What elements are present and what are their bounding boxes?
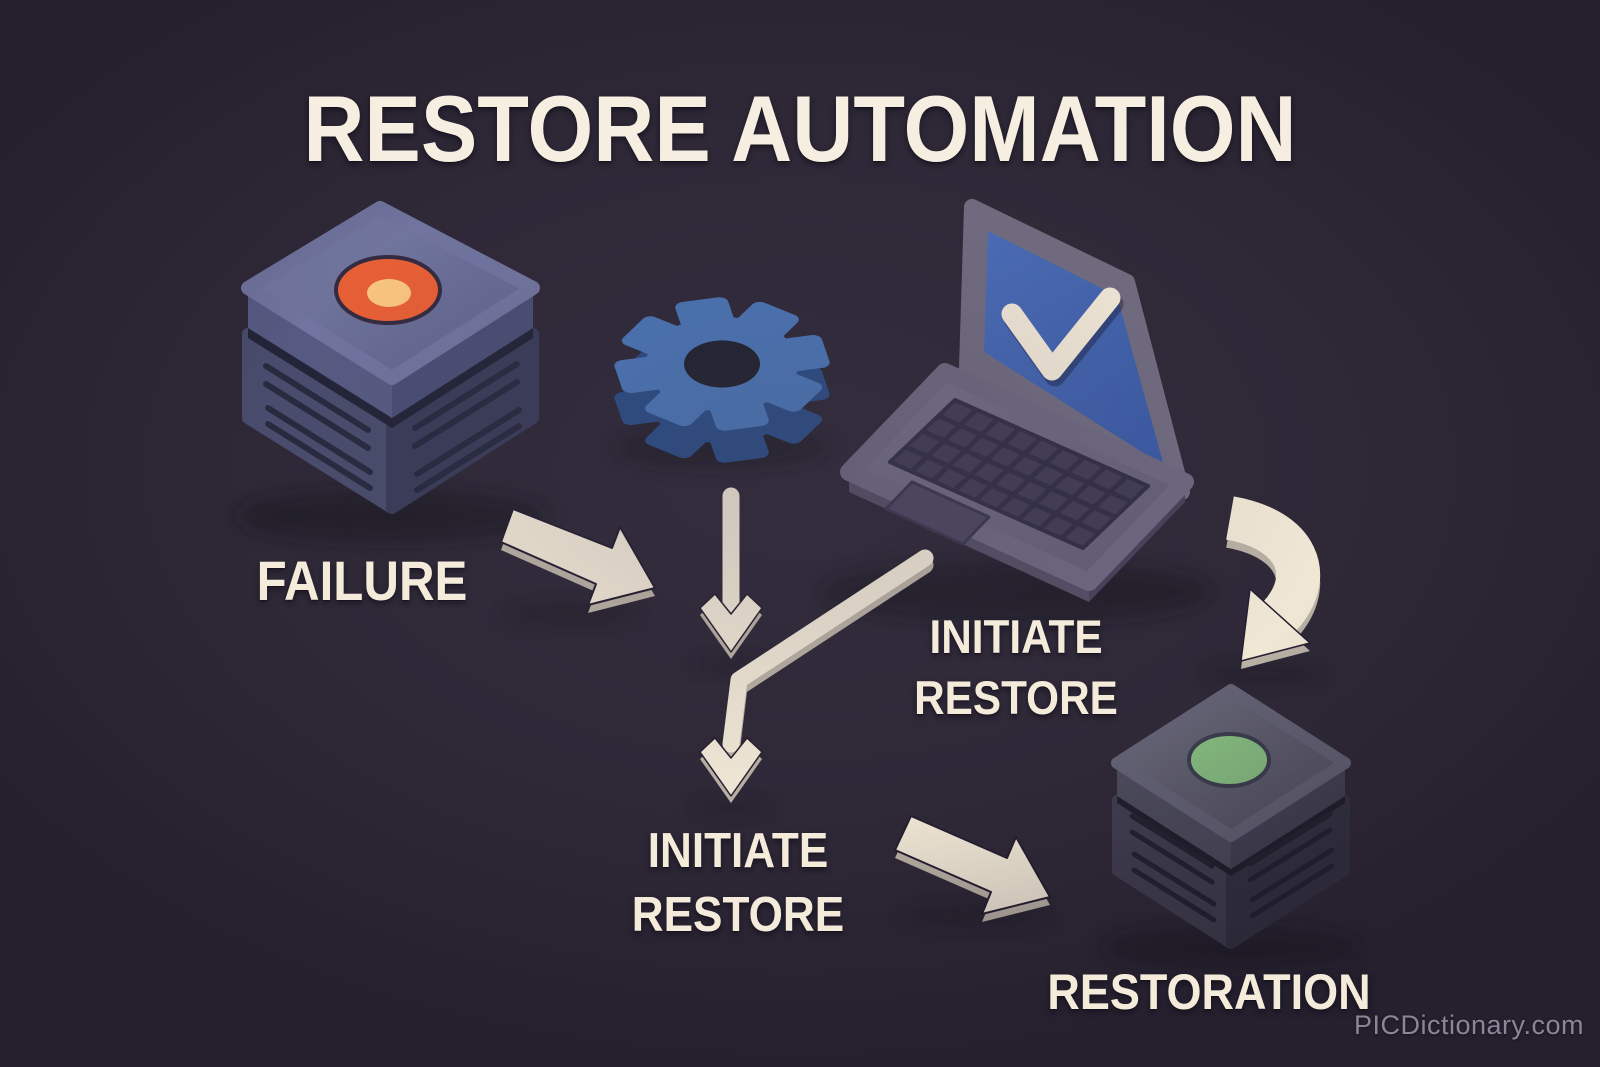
server-vents (263, 361, 522, 493)
initiate-restore-lower-label: INITIATE RESTORE (558, 820, 918, 947)
restoration-label: RESTORATION (1047, 964, 1371, 1020)
failure-status-light-core (367, 279, 411, 307)
initiate-restore-lower-line1: INITIATE (647, 824, 829, 878)
arrow-laptop-bent-icon (699, 549, 934, 803)
failure-label: FAILURE (256, 549, 468, 612)
checkmark-icon (1001, 287, 1121, 381)
page-title: RESTORE AUTOMATION (303, 76, 1297, 181)
gear-icon (614, 297, 830, 463)
arrow-gear-down-icon (699, 487, 763, 659)
arrow-restore-icon (894, 815, 1051, 922)
arrow-curved-icon (1225, 496, 1321, 669)
gear-hole (684, 340, 760, 388)
initiate-restore-upper-line1: INITIATE (929, 610, 1103, 663)
restored-status-light (1187, 732, 1271, 788)
gear-top-face (614, 297, 830, 431)
initiate-restore-lower-line2: RESTORE (631, 887, 845, 942)
laptop-icon (840, 199, 1194, 602)
watermark: PICDictionary.com (1353, 1010, 1584, 1040)
laptop-trackpad (884, 480, 991, 546)
initiate-restore-upper-label: INITIATE RESTORE (836, 606, 1196, 728)
arrow-failure-icon (500, 508, 656, 613)
server-vents (1129, 811, 1335, 923)
initiate-restore-upper-line2: RESTORE (914, 671, 1118, 725)
laptop-keyboard (888, 398, 1150, 550)
restored-server-icon (1111, 684, 1351, 949)
failed-server-icon (241, 201, 540, 514)
